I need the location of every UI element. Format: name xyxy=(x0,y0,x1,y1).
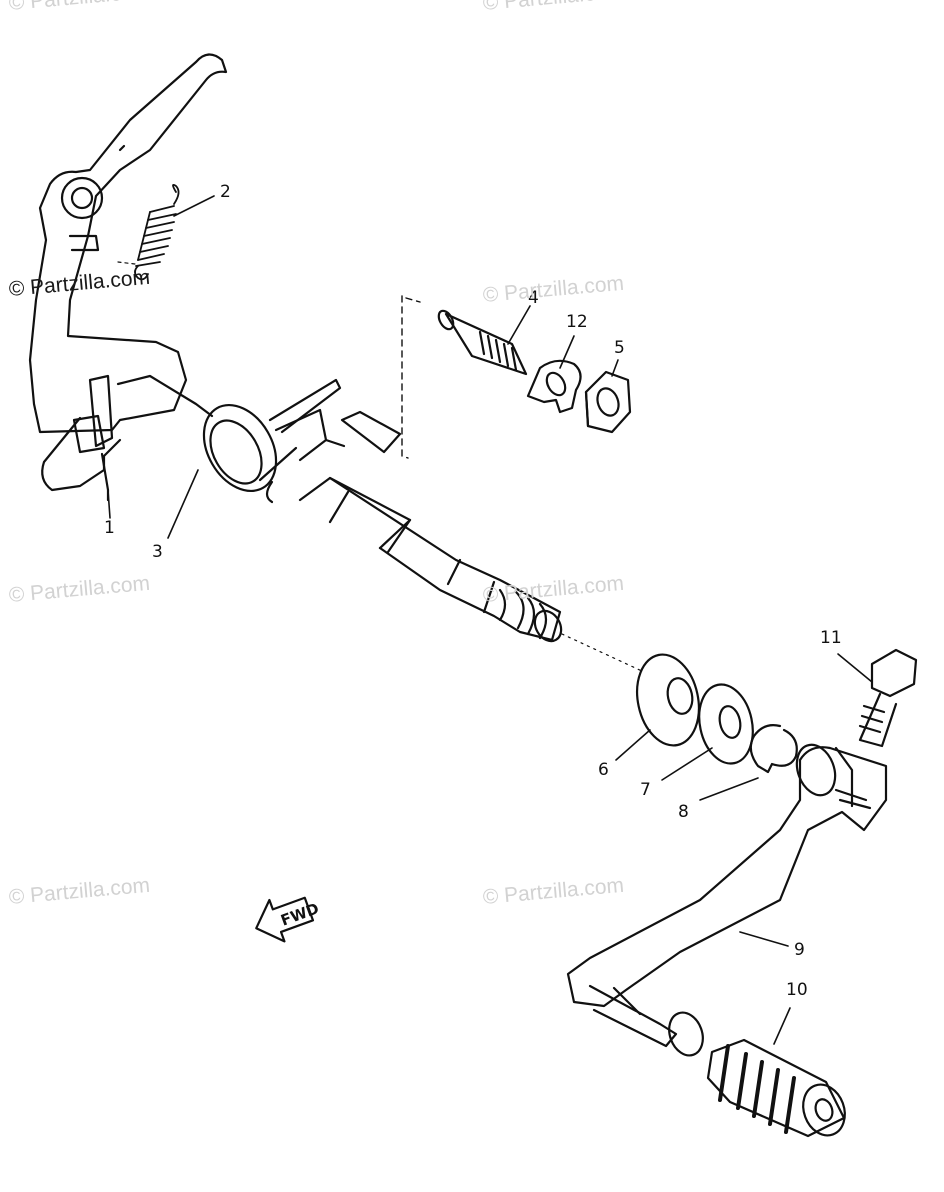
pinch-bolt-part-11 xyxy=(858,648,918,748)
callout-7: 7 xyxy=(640,780,651,800)
oil-seal-part-6 xyxy=(636,653,700,747)
callout-2: 2 xyxy=(220,182,231,202)
callout-11: 11 xyxy=(820,628,842,648)
spring-part-2 xyxy=(117,183,180,281)
shift-arm-part-1 xyxy=(28,53,228,502)
callout-8: 8 xyxy=(678,802,689,822)
callout-9: 9 xyxy=(794,940,805,960)
callout-1: 1 xyxy=(104,518,115,538)
shift-shaft-assembly xyxy=(116,295,645,673)
callout-5: 5 xyxy=(614,338,625,358)
shift-pedal-part-9 xyxy=(566,743,888,1048)
callout-10: 10 xyxy=(786,980,808,1000)
hex-nut-part-5 xyxy=(584,370,632,434)
callout-4: 4 xyxy=(528,288,539,308)
callout-3: 3 xyxy=(152,542,163,562)
pedal-rubber-part-10 xyxy=(668,1011,846,1138)
callout-leaders xyxy=(107,195,873,1045)
callout-12: 12 xyxy=(566,312,588,332)
callout-6: 6 xyxy=(598,760,609,780)
stud-bolt-part-4 xyxy=(437,309,528,376)
lock-washer-part-12 xyxy=(526,359,582,414)
circlip-part-8 xyxy=(749,724,798,774)
washer-part-7 xyxy=(698,683,754,765)
fwd-arrow: FWD xyxy=(255,896,321,943)
